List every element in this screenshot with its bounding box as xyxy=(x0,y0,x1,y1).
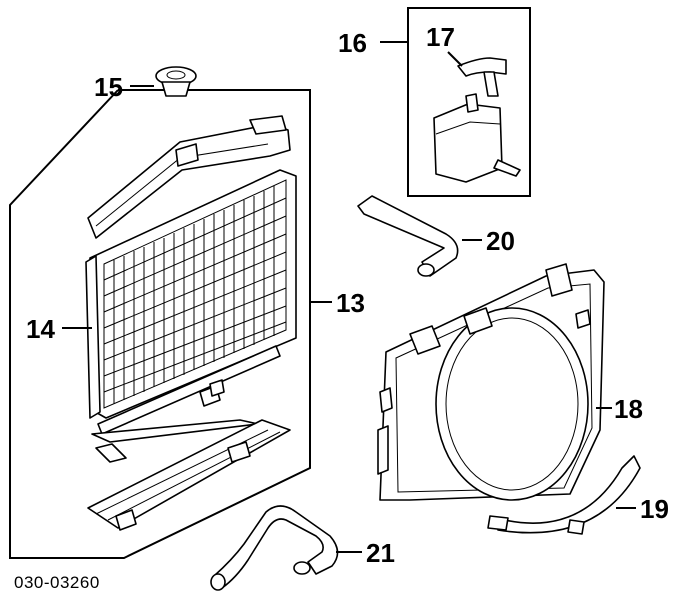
lower-radiator-mount xyxy=(87,419,291,531)
lower-radiator-hose xyxy=(210,505,362,591)
callout-21: 21 xyxy=(366,538,395,568)
callout-14: 14 xyxy=(26,314,55,344)
radiator-assembly-boundary xyxy=(9,89,311,559)
callout-13: 13 xyxy=(336,288,365,318)
callout-18: 18 xyxy=(614,394,643,424)
callout-19: 19 xyxy=(640,494,669,524)
radiator-core xyxy=(85,115,297,435)
reservoir-hose xyxy=(447,51,507,97)
callout-16: 16 xyxy=(338,28,367,58)
reservoir-tank-box xyxy=(380,7,531,197)
radiator-cap xyxy=(130,66,197,97)
callout-15: 15 xyxy=(94,72,123,102)
callout-17: 17 xyxy=(426,22,455,52)
lower-fan-shroud xyxy=(487,455,641,535)
callout-20: 20 xyxy=(486,226,515,256)
reservoir-tank xyxy=(433,93,521,183)
diagram-code: 030-03260 xyxy=(14,573,100,592)
fan-shroud xyxy=(377,263,612,501)
upper-radiator-hose xyxy=(357,195,482,277)
